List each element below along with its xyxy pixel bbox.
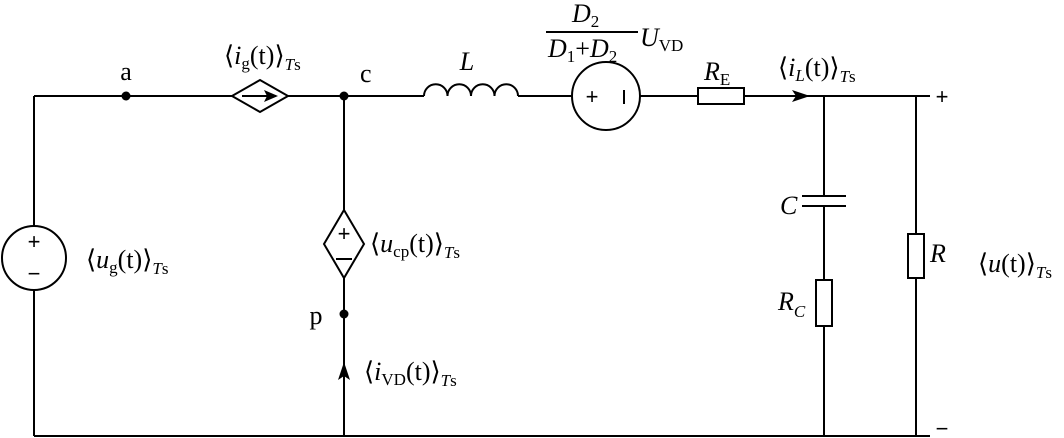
ig-label: ⟨ig(t)⟩Ts (224, 41, 301, 74)
fraction-denominator: D1+D2 (547, 34, 617, 66)
output-plus: + (936, 84, 949, 109)
inductor-label: L (459, 47, 474, 76)
wires (33, 95, 930, 437)
ucp-label: ⟨ucp(t)⟩Ts (370, 229, 460, 262)
fraction-numerator: D2 (571, 0, 599, 31)
resistor-rc-body (815, 279, 833, 327)
il-label: ⟨iL(t)⟩Ts (778, 53, 856, 86)
dependent-voltage-source: + (322, 208, 366, 280)
node-p-dot (339, 309, 349, 319)
node-c-dot (339, 91, 349, 101)
input-voltage-source: + − (1, 225, 67, 291)
resistor-re-label: RE (703, 57, 730, 89)
node-c-label: c (360, 59, 372, 88)
diode-source-plus: + (586, 84, 599, 109)
input-source-circle (1, 225, 67, 291)
current-source-arrow-head (264, 90, 278, 102)
diode-voltage-label: D2 D1+D2 UVD (546, 0, 683, 66)
capacitor-label: C (780, 191, 798, 220)
dep-source-plus: + (338, 221, 351, 246)
node-a-label: a (120, 57, 132, 86)
resistor-load-body (907, 233, 925, 279)
resistor-rc-label: RC (777, 287, 806, 321)
il-current-arrow (792, 90, 810, 102)
voltage-source-diamond (322, 208, 366, 280)
ug-label: ⟨ug(t)⟩Ts (86, 245, 168, 278)
ivd-current-arrow (338, 362, 350, 380)
u-output-label: ⟨u(t)⟩Ts (978, 249, 1052, 282)
input-source-minus: − (28, 261, 41, 286)
diode-voltage-symbol: UVD (640, 23, 683, 55)
ivd-label: ⟨iVD(t)⟩Ts (364, 357, 457, 390)
inductor-coil (423, 83, 519, 97)
node-p-label: p (310, 301, 323, 330)
input-source-plus: + (28, 229, 41, 254)
diode-voltage-source: + (571, 61, 641, 131)
dependent-current-source (229, 78, 291, 114)
output-minus: − (936, 416, 949, 438)
node-a-dot (121, 91, 131, 101)
resistor-load-label: R (929, 239, 946, 268)
resistor-re-body (697, 87, 745, 105)
diode-source-circle (571, 61, 641, 131)
